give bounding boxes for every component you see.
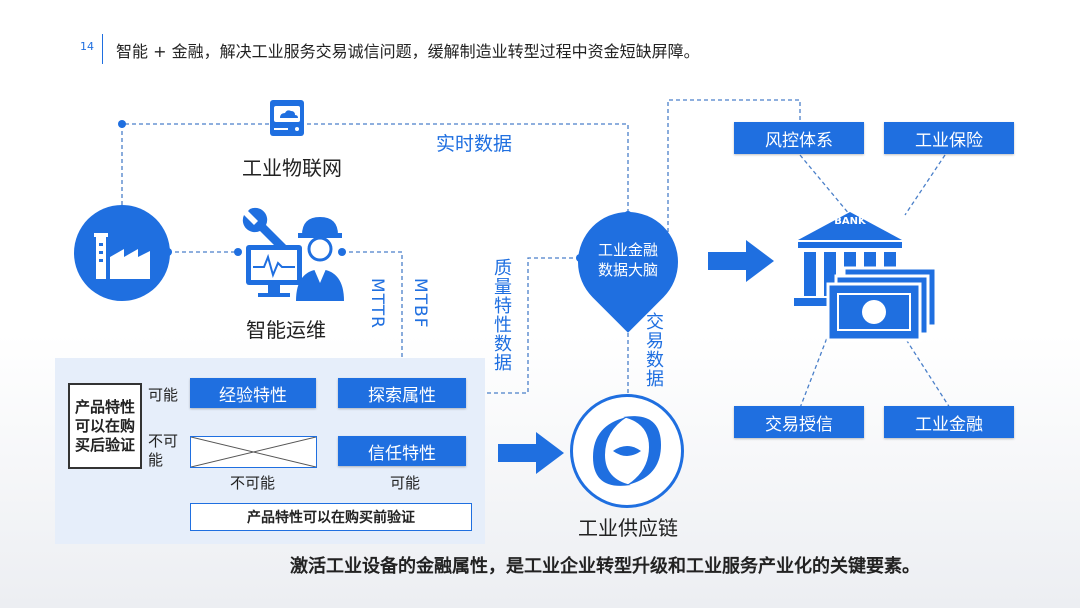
page-number: 14 — [80, 40, 94, 53]
transaction-credit-box: 交易授信 — [734, 406, 864, 438]
arrow-right-icon — [708, 240, 774, 282]
brain-label-line1: 工业金融 — [597, 241, 658, 259]
iot-connector — [121, 123, 629, 215]
bank-text: BANK — [834, 216, 866, 227]
brain-services-connector — [667, 99, 801, 232]
trust-attribute-box: 信任特性 — [338, 436, 466, 466]
supply-chain-node — [570, 394, 684, 508]
server-icon — [270, 100, 304, 136]
mttr-label: MTTR — [367, 278, 387, 329]
header-divider — [102, 34, 103, 64]
factory-node — [74, 205, 170, 301]
factory-icon — [94, 233, 150, 279]
industrial-finance-box: 工业金融 — [884, 406, 1014, 438]
transaction-data-label: 交易数据 — [643, 312, 664, 388]
finance-bank-line — [899, 329, 951, 409]
row-impossible-label: 不可能 — [148, 432, 179, 469]
quality-connector — [466, 257, 580, 394]
before-purchase-criteria-label: 产品特性可以在购买前验证 — [190, 503, 472, 531]
quality-data-label: 质量特性数据 — [491, 258, 512, 372]
col-possible-label: 可能 — [390, 474, 421, 492]
row-possible-label: 可能 — [148, 386, 179, 404]
conclusion-text: 激活工业设备的金融属性，是工业企业转型升级和工业服务产业化的关键要素。 — [290, 556, 920, 577]
brain-label-line2: 数据大脑 — [597, 261, 658, 279]
experience-attribute-box: 经验特性 — [190, 378, 316, 408]
iot-label: 工业物联网 — [242, 156, 342, 180]
after-purchase-criteria-label: 产品特性可以在购买后验证 — [68, 383, 142, 469]
supply-chain-label: 工业供应链 — [578, 516, 678, 540]
maintenance-worker-icon — [242, 207, 344, 301]
insurance-bank-line — [904, 154, 946, 216]
finance-data-brain: 工业金融 数据大脑 — [578, 240, 678, 280]
risk-control-box: 风控体系 — [734, 122, 864, 154]
bank-icon — [794, 212, 938, 342]
search-attribute-box: 探索属性 — [338, 378, 466, 408]
mtbf-connector — [342, 251, 403, 380]
maintenance-label: 智能运维 — [246, 318, 326, 342]
cross-icon — [190, 436, 317, 468]
risk-bank-line — [799, 154, 851, 216]
industrial-insurance-box: 工业保险 — [884, 122, 1014, 154]
handshake-icon — [593, 416, 661, 486]
empty-cell — [190, 436, 317, 468]
page-title: 智能 + 金融，解决工业服务交易诚信问题，缓解制造业转型过程中资金短缺屏障。 — [116, 42, 700, 61]
arrow-right-icon — [498, 432, 564, 474]
col-impossible-label: 不可能 — [230, 474, 276, 492]
mtbf-label: MTBF — [410, 278, 430, 329]
realtime-data-label: 实时数据 — [436, 133, 513, 155]
